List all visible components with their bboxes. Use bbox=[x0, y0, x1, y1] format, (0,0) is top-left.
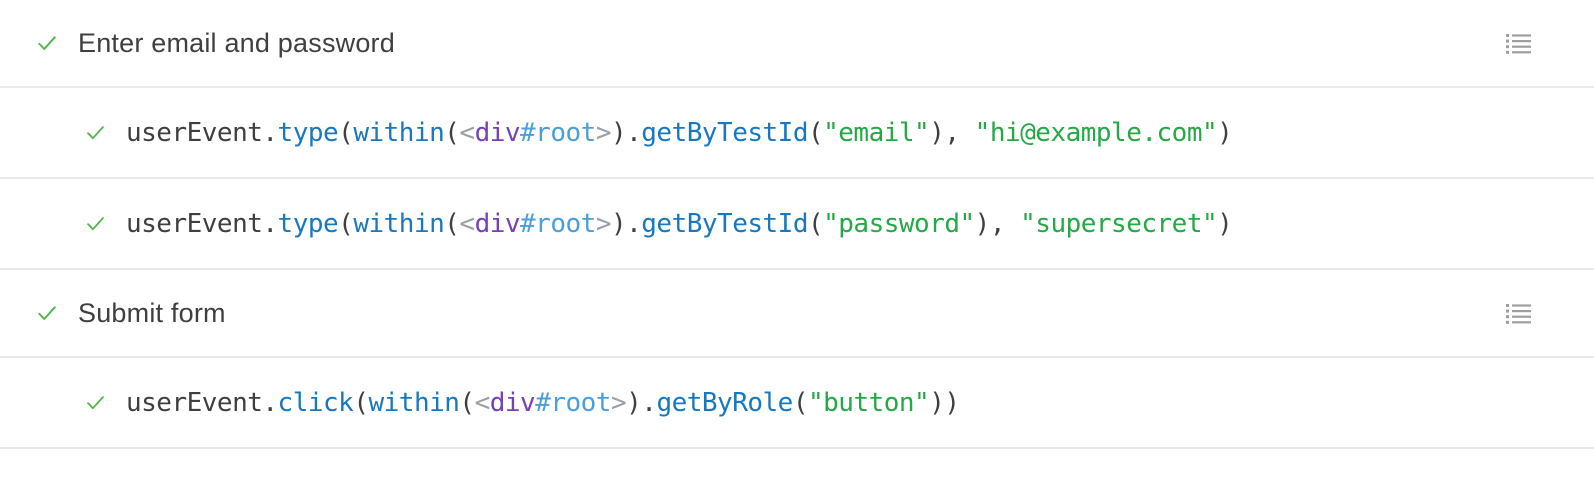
code-token: type bbox=[277, 117, 339, 148]
code-token: #root bbox=[535, 387, 611, 418]
code-token: ( bbox=[792, 387, 809, 418]
test-command-row[interactable]: userEvent.type(within(<div#root>).getByT… bbox=[0, 88, 1594, 179]
code-token: click bbox=[277, 387, 354, 418]
code-token: "email" bbox=[823, 117, 930, 148]
code-token: ( bbox=[444, 208, 460, 239]
test-step-header-row[interactable]: Submit form bbox=[0, 270, 1594, 358]
code-token: > bbox=[595, 117, 612, 148]
test-step-title: Submit form bbox=[78, 297, 226, 328]
code-token: > bbox=[595, 208, 612, 239]
check-passed-icon bbox=[36, 302, 58, 324]
list-icon[interactable] bbox=[1504, 299, 1532, 327]
check-passed-icon bbox=[36, 32, 58, 54]
code-token: ( bbox=[353, 387, 369, 418]
code-token: type bbox=[277, 208, 339, 239]
command-code: userEvent.type(within(<div#root>).getByT… bbox=[126, 117, 1233, 148]
code-token: ( bbox=[807, 117, 824, 148]
check-passed-icon bbox=[84, 392, 106, 414]
code-token: ) bbox=[1217, 117, 1233, 148]
code-token: ( bbox=[459, 387, 475, 418]
test-command-row[interactable]: userEvent.click(within(<div#root>).getBy… bbox=[0, 358, 1594, 449]
code-token: )) bbox=[929, 387, 960, 418]
code-token: ). bbox=[610, 208, 642, 239]
code-token: < bbox=[459, 208, 475, 239]
code-token: "password" bbox=[823, 208, 975, 239]
code-token: div bbox=[474, 208, 521, 239]
check-passed-icon bbox=[84, 213, 106, 235]
code-token: userEvent. bbox=[126, 117, 278, 148]
test-step-title: Enter email and password bbox=[78, 27, 395, 58]
code-token: < bbox=[459, 117, 475, 148]
list-icon[interactable] bbox=[1504, 29, 1532, 57]
test-command-row[interactable]: userEvent.type(within(<div#root>).getByT… bbox=[0, 179, 1594, 270]
code-token: "hi@example.com" bbox=[974, 117, 1218, 148]
code-token: #root bbox=[520, 208, 596, 239]
command-code: userEvent.type(within(<div#root>).getByT… bbox=[126, 208, 1233, 239]
code-token: "supersecret" bbox=[1020, 208, 1218, 239]
code-token: ), bbox=[974, 208, 1021, 239]
code-token: ( bbox=[807, 208, 824, 239]
code-token: within bbox=[353, 117, 445, 148]
code-token: getByTestId bbox=[641, 208, 808, 239]
code-token: div bbox=[474, 117, 521, 148]
code-token: ( bbox=[338, 117, 354, 148]
code-token: ) bbox=[1217, 208, 1233, 239]
code-token: userEvent. bbox=[126, 208, 278, 239]
code-token: ( bbox=[338, 208, 354, 239]
code-token: within bbox=[353, 208, 445, 239]
check-passed-icon bbox=[84, 122, 106, 144]
code-token: getByRole bbox=[656, 387, 793, 418]
code-token: ). bbox=[610, 117, 642, 148]
command-code: userEvent.click(within(<div#root>).getBy… bbox=[126, 388, 960, 418]
test-step-header-row[interactable]: Enter email and password bbox=[0, 0, 1594, 88]
code-token: getByTestId bbox=[641, 117, 808, 148]
code-token: ), bbox=[929, 117, 975, 148]
code-token: within bbox=[368, 387, 460, 418]
code-token: ( bbox=[444, 117, 460, 148]
code-token: div bbox=[489, 387, 536, 418]
code-token: userEvent. bbox=[126, 387, 278, 418]
code-token: ). bbox=[626, 387, 657, 418]
code-token: #root bbox=[520, 117, 596, 148]
code-token: < bbox=[474, 387, 491, 418]
code-token: "button" bbox=[807, 387, 930, 418]
code-token: > bbox=[610, 387, 627, 418]
